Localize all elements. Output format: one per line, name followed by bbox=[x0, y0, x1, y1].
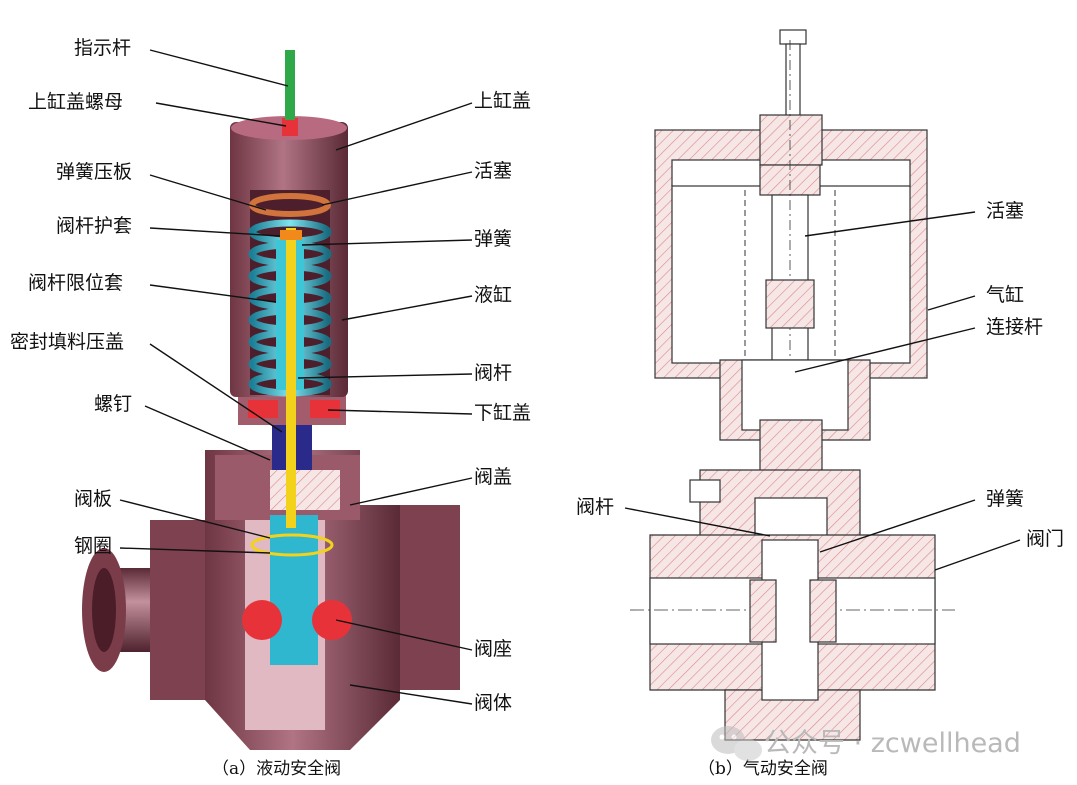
label-stem-stop-sleeve: 阀杆限位套 bbox=[28, 272, 123, 294]
label-b-piston: 活塞 bbox=[986, 200, 1024, 222]
label-upper-cover: 上缸盖 bbox=[474, 90, 531, 112]
seat-left bbox=[242, 600, 282, 640]
right-flange bbox=[400, 505, 460, 690]
label-spring: 弹簧 bbox=[474, 228, 512, 250]
label-packing-gland: 密封填料压盖 bbox=[10, 331, 124, 353]
label-stem-sleeve: 阀杆护套 bbox=[56, 215, 132, 237]
hydraulic-labels-right: 上缸盖 活塞 弹簧 液缸 阀杆 下缸盖 阀盖 阀座 阀体 bbox=[474, 90, 531, 714]
label-cylinder: 液缸 bbox=[474, 284, 512, 306]
indicator-rod bbox=[285, 50, 295, 120]
label-steel-ring: 钢圈 bbox=[74, 535, 112, 557]
steel-ring bbox=[250, 533, 334, 557]
watermark: 公众号 · zcwellhead bbox=[711, 726, 1021, 761]
seat-right bbox=[312, 600, 352, 640]
label-lower-cover: 下缸盖 bbox=[474, 402, 531, 424]
caption-a: （a）液动安全阀 bbox=[212, 759, 341, 779]
label-valve-body: 阀体 bbox=[474, 692, 512, 714]
hydraulic-valve-drawing bbox=[82, 50, 460, 750]
label-valve-stem: 阀杆 bbox=[474, 362, 512, 384]
label-b-spring: 弹簧 bbox=[986, 488, 1024, 510]
label-gate-plate: 阀板 bbox=[74, 488, 112, 510]
label-indicator-rod: 指示杆 bbox=[74, 37, 131, 59]
label-b-gate: 阀门 bbox=[1026, 528, 1064, 550]
pneumatic-leaders bbox=[624, 211, 1021, 571]
wechat-icon bbox=[711, 726, 762, 761]
pneumatic-valve-drawing bbox=[630, 29, 955, 741]
hydraulic-leaders bbox=[119, 49, 473, 705]
label-b-valve-stem: 阀杆 bbox=[576, 496, 614, 518]
label-spring-plate: 弹簧压板 bbox=[56, 161, 132, 183]
watermark-text: 公众号 · zcwellhead bbox=[764, 728, 1021, 759]
valve-stem bbox=[286, 228, 296, 528]
upper-cover-nut bbox=[282, 118, 298, 136]
label-seat: 阀座 bbox=[474, 638, 512, 660]
pneumatic-labels: 活塞 气缸 连接杆 弹簧 阀门 阀杆 bbox=[576, 200, 1064, 550]
gate-plate bbox=[270, 515, 318, 665]
label-upper-cover-nut: 上缸盖螺母 bbox=[28, 91, 123, 113]
label-screw: 螺钉 bbox=[94, 393, 132, 415]
label-b-connecting-rod: 连接杆 bbox=[986, 316, 1043, 338]
hydraulic-labels-left: 指示杆 上缸盖螺母 弹簧压板 阀杆护套 阀杆限位套 密封填料压盖 螺钉 阀板 钢… bbox=[10, 37, 132, 557]
label-piston: 活塞 bbox=[474, 160, 512, 182]
label-bonnet: 阀盖 bbox=[474, 466, 512, 488]
label-b-air-cylinder: 气缸 bbox=[986, 284, 1024, 306]
left-flange-hub bbox=[150, 520, 210, 700]
caption-b: （b）气动安全阀 bbox=[698, 759, 828, 779]
